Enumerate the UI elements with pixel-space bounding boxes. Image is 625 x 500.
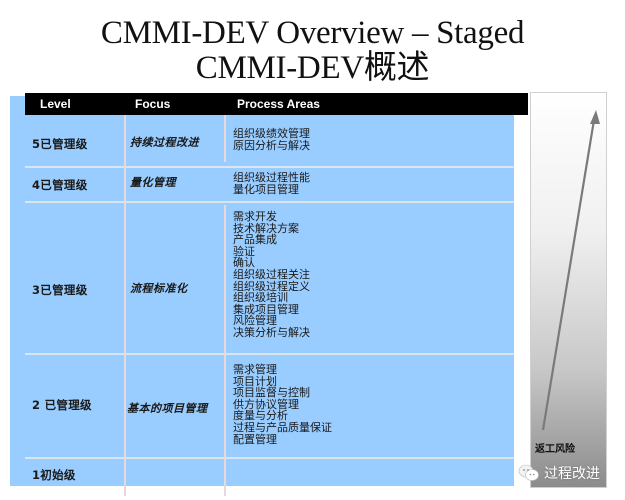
levels-table-background <box>10 96 514 486</box>
process-area: 风险管理 <box>233 314 277 328</box>
row-divider <box>25 201 514 203</box>
process-area: 度量与分析 <box>233 409 288 423</box>
level-label: 2 已管理级 <box>32 398 92 412</box>
process-area: 过程与产品质量保证 <box>233 420 332 434</box>
column-divider <box>124 115 126 496</box>
header-level: Level <box>40 97 71 111</box>
focus-label: 持续过程改进 <box>130 136 199 149</box>
level-label: 5已管理级 <box>32 137 88 151</box>
process-area: 原因分析与解决 <box>233 138 310 152</box>
process-areas-list: 需求管理 项目计划 项目监督与控制 供方协议管理 度量与分析 过程与产品质量保证… <box>233 364 332 445</box>
process-area: 需求开发 <box>233 210 277 223</box>
process-area: 组织级过程关注 <box>233 267 310 281</box>
process-area: 配置管理 <box>233 432 277 446</box>
level-label: 3已管理级 <box>32 283 88 297</box>
table-header: Level Focus Process Areas <box>25 93 528 115</box>
watermark: 过程改进 <box>518 462 600 484</box>
row-divider <box>25 457 514 459</box>
title-line-2: CMMI-DEV概述 <box>195 50 430 86</box>
header-focus: Focus <box>135 97 171 111</box>
process-areas-list: 组织级绩效管理 原因分析与解决 <box>233 128 310 151</box>
arrow-up-icon <box>541 110 600 431</box>
column-divider <box>224 205 226 496</box>
header-process-areas: Process Areas <box>237 97 320 111</box>
process-area: 集成项目管理 <box>233 302 299 316</box>
process-area: 验证 <box>233 244 255 258</box>
title-line-1: CMMI-DEV Overview – Staged <box>100 15 525 51</box>
level-label: 4已管理级 <box>32 178 88 192</box>
process-area: 技术解决方案 <box>233 221 299 235</box>
watermark-text: 过程改进 <box>544 466 600 482</box>
rework-risk-label: 返工风险 <box>535 444 575 455</box>
process-area: 项目计划 <box>233 374 277 388</box>
process-area: 确认 <box>233 256 255 270</box>
process-area: 组织级培训 <box>233 291 288 305</box>
column-divider <box>224 115 226 162</box>
focus-label: 流程标准化 <box>130 282 188 295</box>
process-area: 量化项目管理 <box>233 182 299 196</box>
wechat-icon <box>518 464 539 481</box>
row-divider <box>25 166 514 168</box>
process-area: 项目监督与控制 <box>233 386 310 400</box>
process-areas-list: 需求开发 技术解决方案 产品集成 验证 确认 组织级过程关注 组织级过程定义 组… <box>233 211 310 339</box>
process-areas-list: 组织级过程性能 量化项目管理 <box>233 172 310 195</box>
process-area: 组织级绩效管理 <box>233 127 310 140</box>
process-area: 组织级过程定义 <box>233 279 310 293</box>
process-area: 需求管理 <box>233 363 277 376</box>
level-label: 1初始级 <box>32 468 76 482</box>
focus-label: 量化管理 <box>130 176 176 189</box>
process-area: 供方协议管理 <box>233 397 299 411</box>
row-divider <box>25 353 514 355</box>
focus-label: 基本的项目管理 <box>127 402 208 415</box>
process-area: 产品集成 <box>233 233 277 247</box>
rework-risk-bar <box>530 92 607 488</box>
process-area: 组织级过程性能 <box>233 171 310 184</box>
process-area: 决策分析与解决 <box>233 325 310 339</box>
